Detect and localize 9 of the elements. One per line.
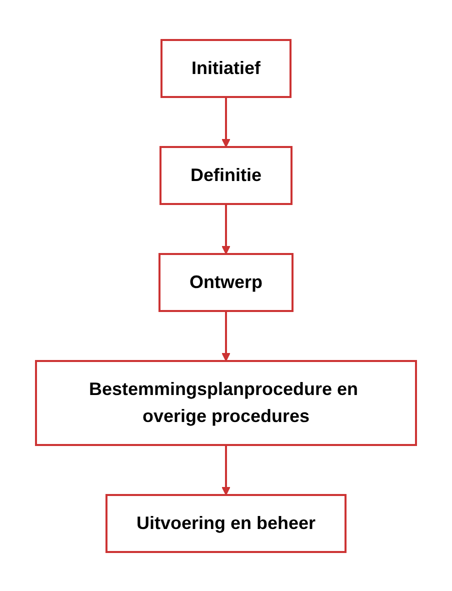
arrow [222,444,230,495]
arrow [222,96,230,147]
node-box: Definitie [160,146,292,204]
node-box: Bestemmingsplanprocedure en overige procedures [35,360,417,446]
node-box: Initiatief [160,38,292,98]
arrow [222,204,230,254]
arrow [222,310,230,361]
node-box: Ontwerp [158,252,294,312]
node-box: Uitvoering en beheer [105,494,347,552]
